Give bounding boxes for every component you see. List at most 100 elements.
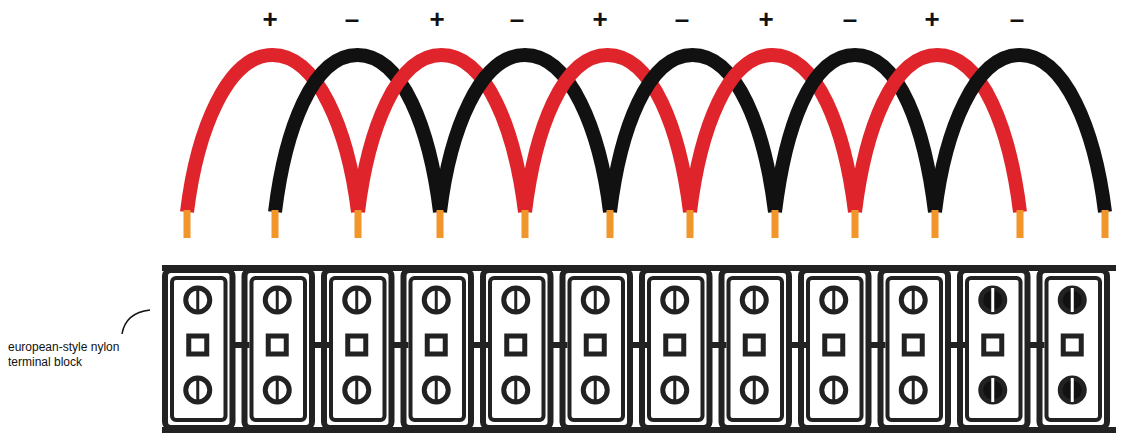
copper-tip — [607, 210, 614, 238]
cell-inner — [411, 278, 465, 420]
polarity-sign: – — [675, 6, 689, 32]
screw-slot — [435, 288, 438, 312]
polarity-sign: + — [262, 6, 277, 32]
leader-line — [122, 310, 150, 334]
cell-outline — [722, 270, 790, 428]
clamp — [507, 336, 525, 354]
terminal-cell — [960, 270, 1045, 428]
screw — [265, 378, 289, 402]
cell-outline — [563, 270, 631, 428]
cell-inner — [252, 278, 306, 420]
screw-slot — [753, 288, 756, 312]
terminal-cell — [483, 270, 568, 428]
cell-outline — [881, 270, 949, 428]
cell-outline — [245, 270, 313, 428]
screw-slot — [514, 378, 517, 402]
screw — [742, 288, 766, 312]
screw — [504, 378, 528, 402]
screw — [663, 378, 687, 402]
cell-inner — [967, 278, 1021, 420]
clamp — [427, 336, 445, 354]
screw — [504, 288, 528, 312]
screw — [663, 288, 687, 312]
screw-slot — [514, 288, 517, 312]
cell-outline — [404, 270, 472, 428]
polarity-sign: + — [592, 6, 607, 32]
part-label: european-style nylon terminal block — [8, 340, 120, 370]
cell-inner — [331, 278, 385, 420]
screw — [345, 288, 369, 312]
cell-inner — [490, 278, 544, 420]
screw — [265, 288, 289, 312]
screw — [583, 378, 607, 402]
copper-tip — [852, 210, 859, 238]
copper-tip — [272, 210, 279, 238]
copper-tip — [1017, 210, 1024, 238]
cell-outline — [801, 270, 869, 428]
copper-tip — [772, 210, 779, 238]
cell-outline — [642, 270, 710, 428]
cell-inner — [888, 278, 942, 420]
terminal-cell — [722, 270, 807, 428]
screw — [186, 288, 210, 312]
block-edge — [162, 268, 1116, 430]
clamp — [666, 336, 684, 354]
screw — [822, 378, 846, 402]
copper-tip — [932, 210, 939, 238]
copper-tip — [687, 210, 694, 238]
screw-slot — [912, 378, 915, 402]
screw-slot — [594, 288, 597, 312]
terminal-cell — [404, 270, 489, 428]
screw-slot — [355, 288, 358, 312]
screw — [345, 378, 369, 402]
screw — [1060, 288, 1084, 312]
screw — [981, 378, 1005, 402]
clamp — [745, 336, 763, 354]
terminal-cell — [1040, 270, 1108, 428]
screw-slot — [832, 288, 835, 312]
screw-slot — [1071, 288, 1074, 312]
cell-inner — [729, 278, 783, 420]
cell-inner — [570, 278, 624, 420]
copper-tip — [184, 210, 191, 238]
screw-slot — [276, 288, 279, 312]
cell-outline — [960, 270, 1028, 428]
screw — [424, 378, 448, 402]
screw-slot — [991, 288, 994, 312]
screw-slot — [196, 288, 199, 312]
terminal-cell — [881, 270, 966, 428]
terminal-cell — [245, 270, 330, 428]
copper-tip — [355, 210, 362, 238]
cell-outline — [483, 270, 551, 428]
cell-inner — [808, 278, 862, 420]
screw — [981, 288, 1005, 312]
terminal-cell — [563, 270, 648, 428]
screw-slot — [594, 378, 597, 402]
screw — [742, 378, 766, 402]
screw — [1060, 378, 1084, 402]
copper-tip — [437, 210, 444, 238]
clamp — [268, 336, 286, 354]
black-wire — [935, 55, 1105, 212]
screw-slot — [991, 378, 994, 402]
polarity-sign: – — [1010, 6, 1024, 32]
cell-inner — [649, 278, 703, 420]
clamp — [348, 336, 366, 354]
screw-slot — [673, 288, 676, 312]
polarity-sign: – — [510, 6, 524, 32]
screw-slot — [196, 378, 199, 402]
screw-slot — [435, 378, 438, 402]
screw — [583, 288, 607, 312]
copper-tip — [1102, 210, 1109, 238]
screw-slot — [673, 378, 676, 402]
screw — [822, 288, 846, 312]
screw — [901, 378, 925, 402]
terminal-cell — [642, 270, 727, 428]
cell-inner — [172, 278, 226, 420]
screw — [424, 288, 448, 312]
cell-outline — [165, 270, 233, 428]
terminal-cell — [165, 270, 250, 428]
screw-slot — [753, 378, 756, 402]
cell-outline — [324, 270, 392, 428]
